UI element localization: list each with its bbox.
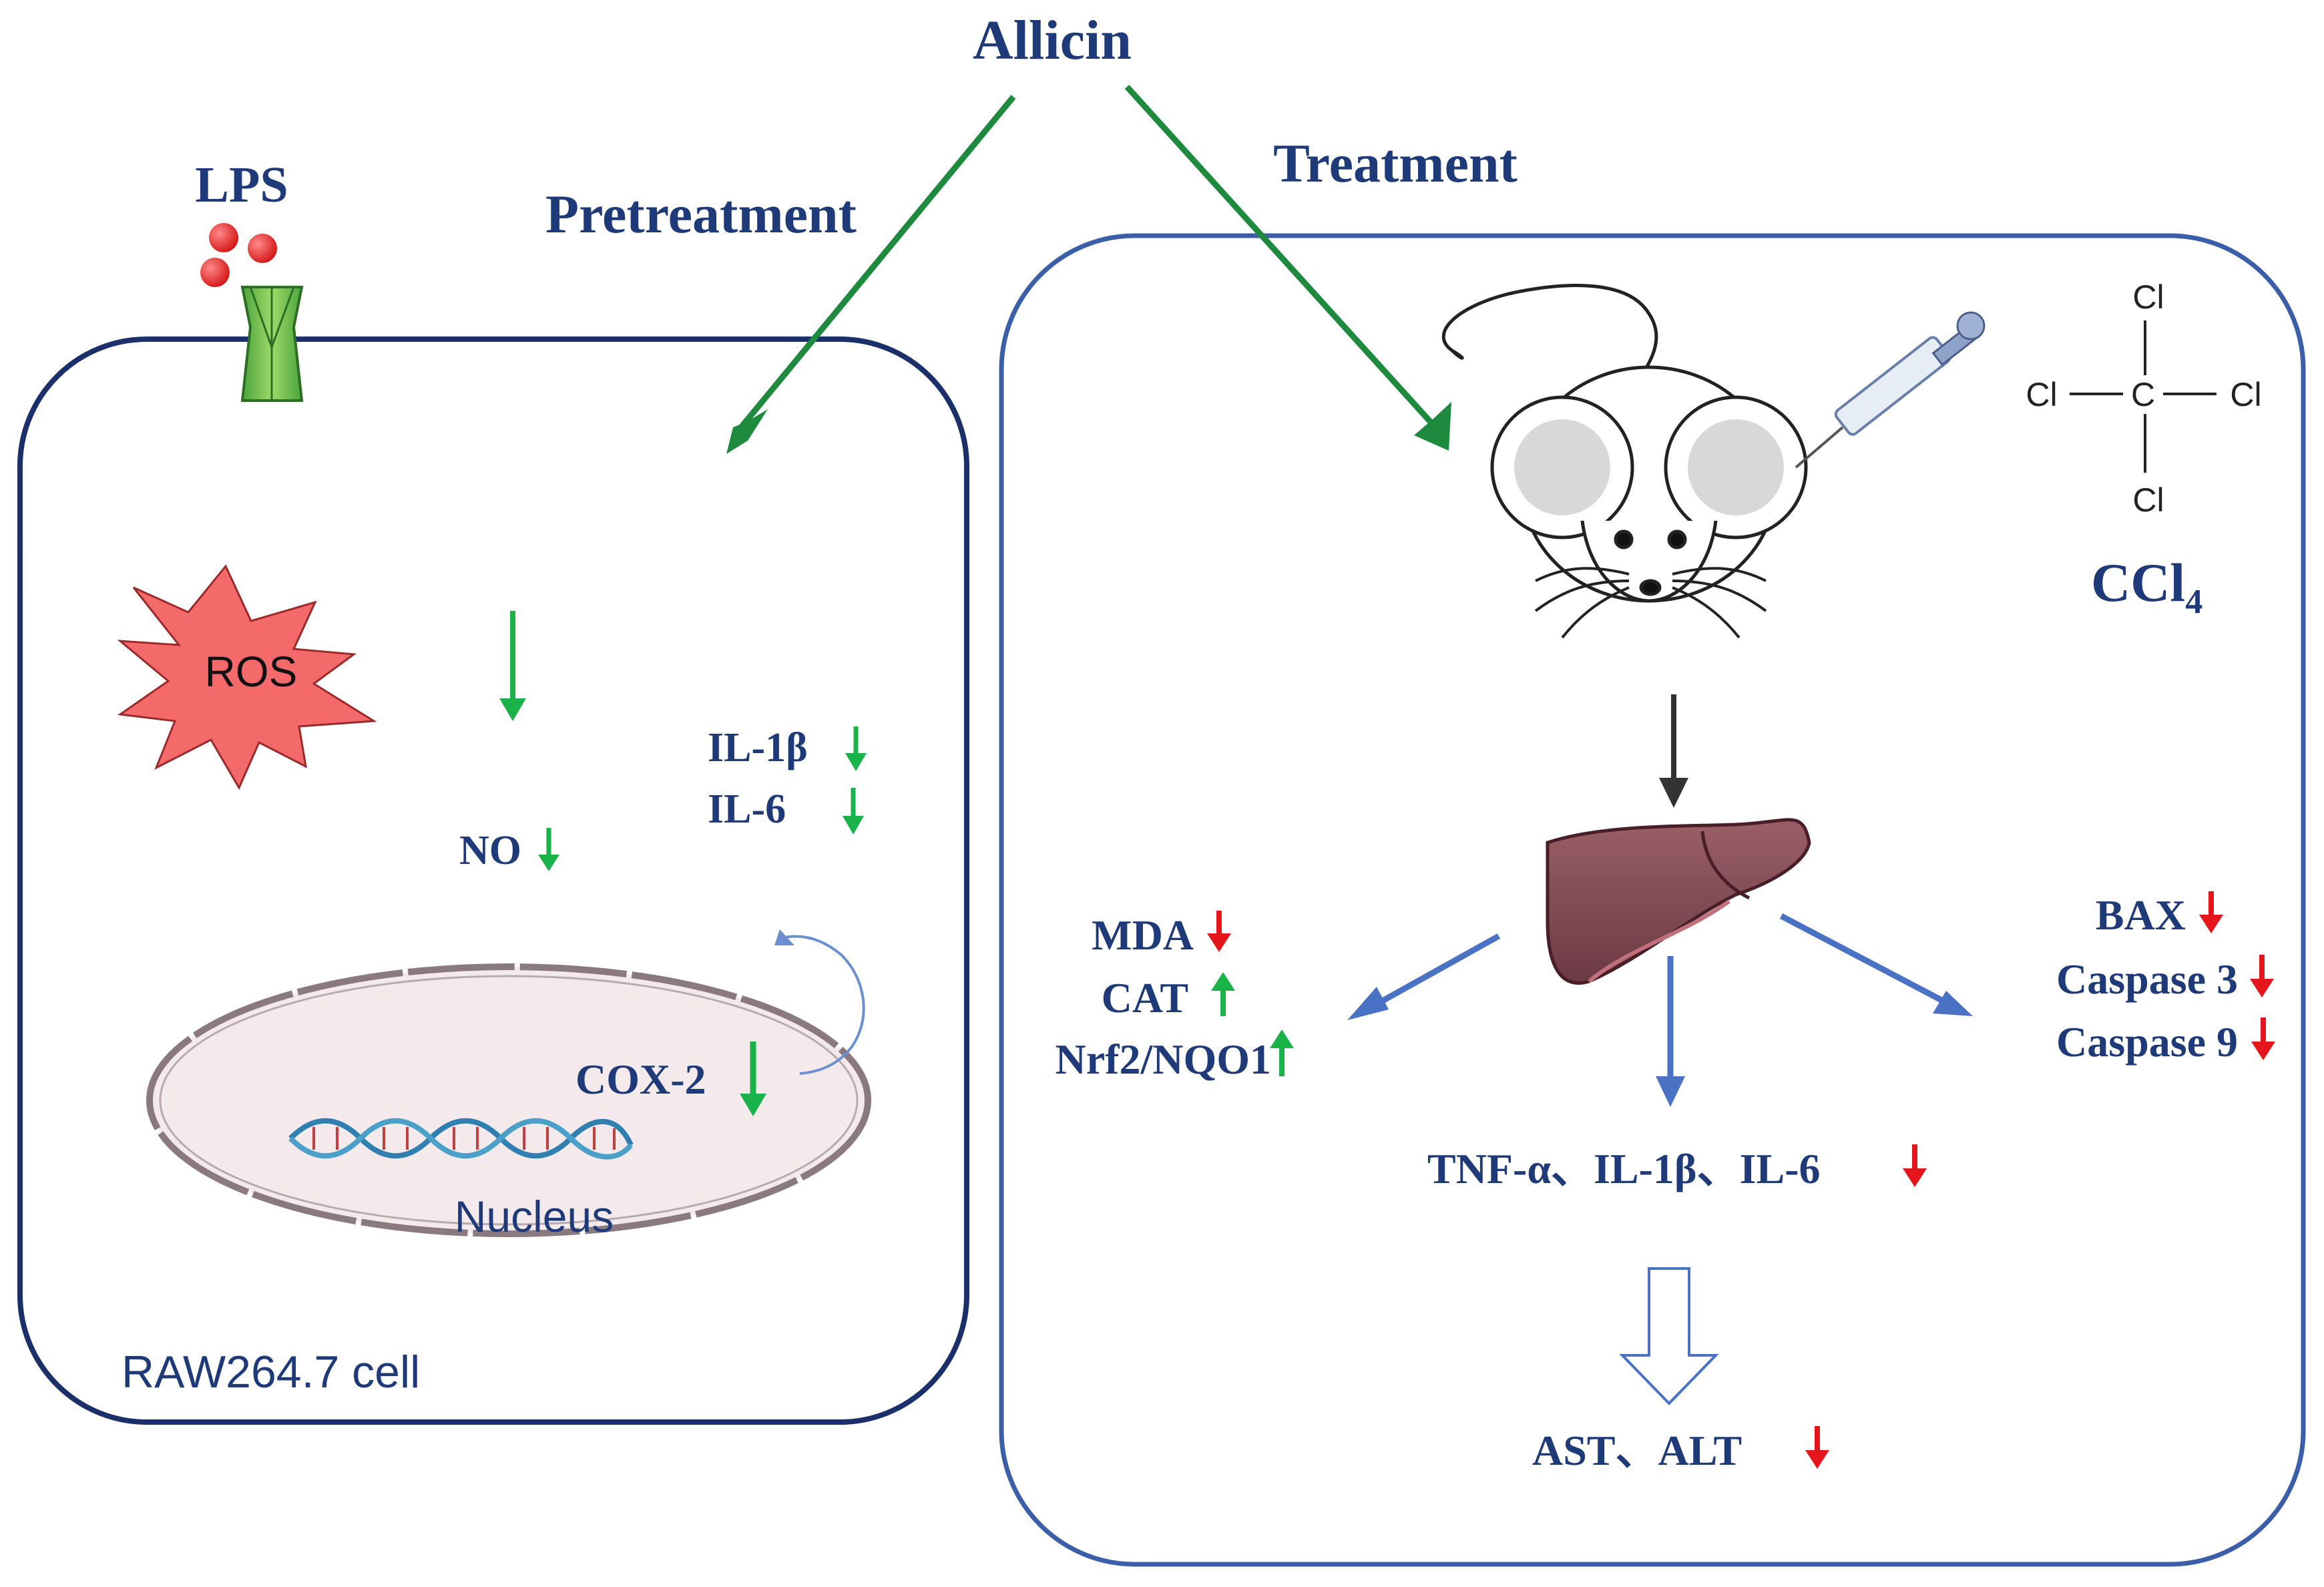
- svg-text:C: C: [2131, 376, 2155, 413]
- svg-text:Cl: Cl: [2026, 376, 2057, 413]
- il1b-label: IL-1β: [708, 725, 808, 770]
- treatment-arrow: [1124, 84, 1438, 430]
- liver-left-arrow: [1373, 933, 1501, 1007]
- svg-text:Cl: Cl: [2230, 376, 2261, 413]
- lps-label: LPS: [195, 157, 288, 213]
- liver-icon: [1546, 818, 1811, 985]
- nucleus-label: Nucleus: [455, 1192, 614, 1241]
- cox2-down-arrow: [740, 1042, 766, 1116]
- il6-down-arrow: [843, 788, 864, 835]
- caspase9-down-arrow: [2251, 1017, 2275, 1060]
- ros-burst-icon: [117, 564, 377, 790]
- lps-balls: [200, 223, 277, 287]
- il6-label: IL-6: [708, 786, 786, 832]
- nucleus-membrane: [146, 963, 871, 1237]
- treatment-panel: [999, 233, 2306, 1567]
- liver-center-arrowhead: [1656, 1076, 1685, 1107]
- mda-label: MDA: [1092, 911, 1194, 959]
- svg-text:Cl: Cl: [2132, 278, 2164, 316]
- mouse-icon: [1441, 284, 1808, 639]
- cytokines-label: TNF-α、IL-1β、IL-6: [1427, 1145, 1821, 1192]
- caspase3-label: Caspase 3: [2056, 955, 2238, 1003]
- raw-cell-panel: [17, 336, 969, 1425]
- hollow-down-arrow: [1619, 1267, 1719, 1405]
- pretreatment-arrowhead: [726, 409, 768, 454]
- cell-name-label: RAW264.7 cell: [122, 1347, 420, 1397]
- mouse-to-liver-arrowhead: [1659, 778, 1688, 808]
- cat-up-arrow: [1211, 972, 1235, 1016]
- nucleus-inner-ring: [159, 975, 859, 1226]
- dna-helix-icon: [288, 1118, 634, 1160]
- svg-text:Cl: Cl: [2132, 481, 2164, 519]
- pretreatment-label: Pretreatment: [545, 184, 857, 244]
- caspase9-label: Caspase 9: [2056, 1018, 2238, 1066]
- bax-down-arrow: [2199, 891, 2223, 933]
- ast-alt-down-arrow: [1805, 1426, 1829, 1469]
- ros-down-arrow: [499, 611, 526, 721]
- no-label: NO: [459, 828, 521, 873]
- liver-right-arrowhead: [1933, 991, 1973, 1016]
- no-down-arrow: [538, 828, 559, 871]
- treatment-label: Treatment: [1273, 133, 1518, 194]
- receptor-channel-icon: [240, 286, 304, 402]
- treatment-arrowhead: [1414, 402, 1451, 451]
- ccl4-label: CCl4: [2091, 552, 2202, 621]
- liver-left-arrowhead: [1347, 987, 1389, 1020]
- nrf2-up-arrow: [1270, 1030, 1294, 1076]
- ast-alt-label: AST、ALT: [1532, 1427, 1742, 1474]
- liver-right-arrow: [1779, 913, 1946, 1004]
- syringe-icon: [1795, 311, 1986, 469]
- ccl4-structure: Cl Cl C Cl Cl: [2026, 278, 2261, 519]
- cat-label: CAT: [1102, 974, 1188, 1022]
- il1b-down-arrow: [845, 726, 867, 771]
- caspase3-down-arrow: [2250, 955, 2274, 997]
- cox2-export-arrowhead: [774, 929, 794, 945]
- pretreatment-arrow: [738, 95, 1016, 429]
- cytokines-down-arrow: [1903, 1144, 1927, 1187]
- allicin-title: Allicin: [973, 9, 1132, 71]
- bax-label: BAX: [2096, 891, 2186, 939]
- cox2-export-arrow: [780, 935, 865, 1075]
- mda-down-arrow: [1207, 911, 1231, 952]
- cox2-label: COX-2: [575, 1056, 706, 1103]
- nrf2-label: Nrf2/NQO1: [1056, 1036, 1272, 1083]
- ros-label: ROS: [205, 648, 298, 696]
